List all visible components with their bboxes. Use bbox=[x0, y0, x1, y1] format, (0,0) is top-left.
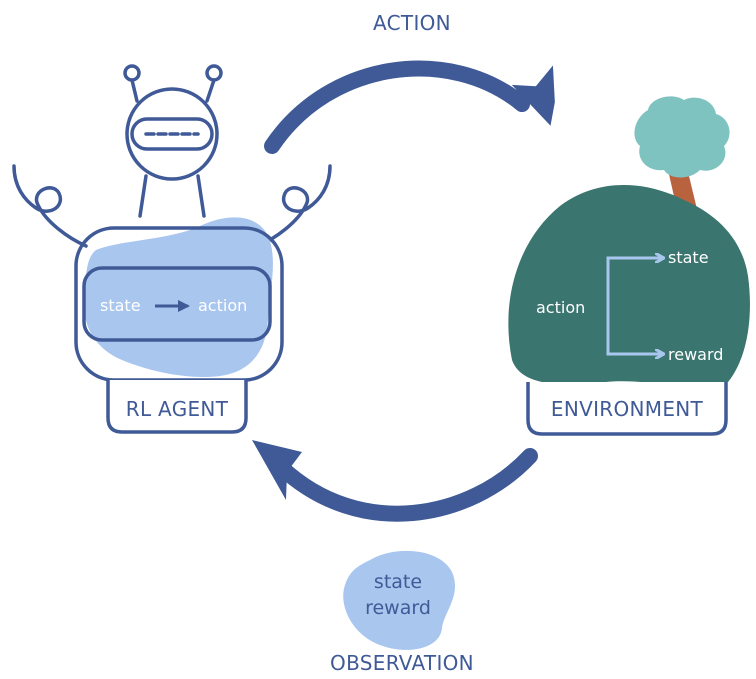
left-antenna-icon bbox=[123, 64, 141, 82]
robot-left-arm bbox=[12, 164, 88, 248]
robot-agent bbox=[12, 64, 332, 248]
agent-label: RL AGENT bbox=[126, 397, 229, 421]
action-arrow bbox=[264, 60, 555, 154]
robot-right-arm bbox=[256, 164, 332, 248]
observation-blob: state reward bbox=[343, 550, 456, 650]
environment-label-box: ENVIRONMENT bbox=[526, 382, 728, 436]
action-label: ACTION bbox=[373, 11, 451, 35]
robot-visor bbox=[130, 117, 214, 151]
right-antenna-icon bbox=[205, 64, 223, 82]
environment-dynamics: action state reward bbox=[536, 248, 723, 364]
observation-state-text: state bbox=[374, 571, 422, 593]
agent-label-box: RL AGENT bbox=[106, 380, 248, 434]
env-reward-text: reward bbox=[668, 345, 723, 364]
policy-state-text: state bbox=[100, 296, 141, 315]
observation-reward-text: reward bbox=[365, 597, 431, 619]
env-state-text: state bbox=[668, 248, 709, 267]
robot-head bbox=[125, 87, 219, 181]
observation-label: OBSERVATION bbox=[330, 651, 474, 675]
environment-label: ENVIRONMENT bbox=[551, 397, 704, 421]
policy-action-text: action bbox=[198, 296, 247, 315]
agent-policy-box: state action bbox=[82, 266, 272, 342]
environment-hill bbox=[508, 185, 750, 386]
env-action-text: action bbox=[536, 298, 585, 317]
agent-body-blob bbox=[83, 217, 273, 378]
observation-arrow bbox=[252, 440, 538, 522]
